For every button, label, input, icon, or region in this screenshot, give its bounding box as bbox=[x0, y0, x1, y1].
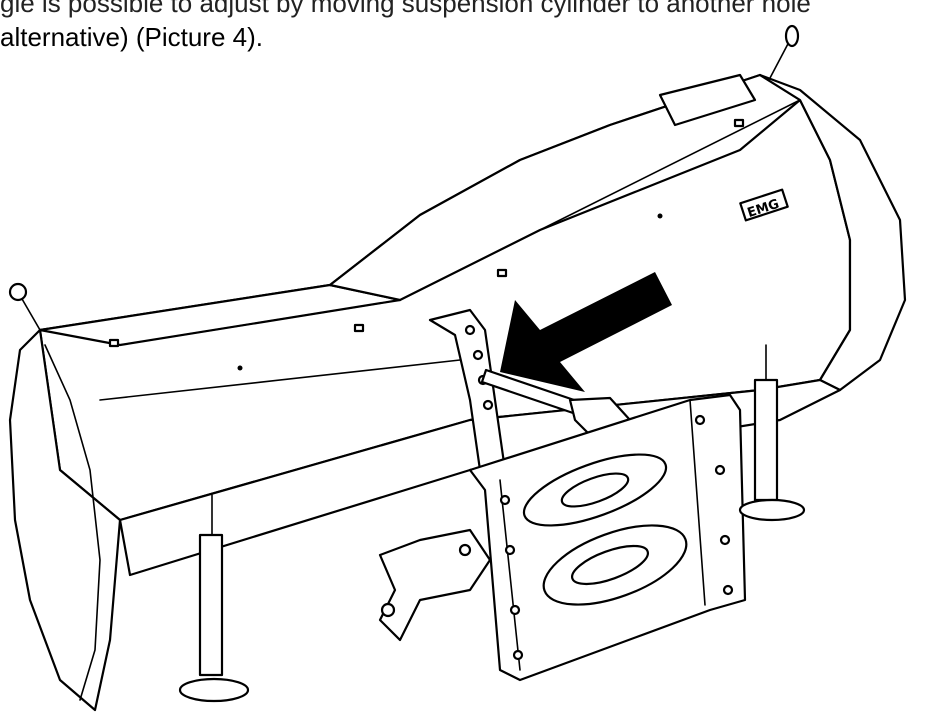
frame-hole bbox=[504, 544, 516, 556]
left-cap-inner bbox=[44, 344, 101, 701]
left-stand bbox=[198, 533, 224, 677]
latch-bolt bbox=[380, 602, 396, 618]
frame-hole bbox=[714, 464, 726, 476]
paragraph-line-1: gle is possible to adjust by moving susp… bbox=[0, 0, 811, 18]
left-end-cap bbox=[8, 328, 122, 712]
body-text: gle is possible to adjust by moving susp… bbox=[0, 0, 939, 54]
right-marker-rod bbox=[769, 39, 791, 79]
paragraph-line-2: alternative) (Picture 4). bbox=[0, 22, 263, 52]
panel-line-2 bbox=[99, 359, 461, 401]
top-plate bbox=[658, 73, 757, 127]
upper-cutout-part bbox=[560, 472, 630, 508]
tower-hole bbox=[464, 324, 476, 336]
frame-hole bbox=[694, 414, 706, 426]
right-marker-knob bbox=[784, 24, 800, 48]
rivet bbox=[657, 213, 663, 219]
frame-hole bbox=[499, 494, 511, 506]
left-stand-foot bbox=[178, 677, 250, 703]
right-stand bbox=[753, 378, 779, 502]
rivet bbox=[237, 365, 243, 371]
indicator-arrow bbox=[500, 272, 672, 392]
latch-bolt bbox=[458, 543, 472, 557]
left-marker-knob bbox=[8, 282, 28, 302]
frame-hole bbox=[512, 649, 524, 661]
bolt-mark bbox=[353, 323, 365, 333]
frame-hole bbox=[719, 534, 731, 546]
panel-line-3 bbox=[539, 99, 801, 231]
frame-hole bbox=[509, 604, 521, 616]
mount-frame-inner bbox=[499, 479, 521, 671]
bolt-mark bbox=[108, 338, 120, 348]
tower-hole bbox=[482, 399, 494, 411]
panel-line-1 bbox=[119, 299, 401, 346]
bolt-mark bbox=[733, 118, 745, 128]
bolt-mark bbox=[496, 268, 508, 278]
right-stand-foot bbox=[738, 498, 806, 522]
lower-cutout-part bbox=[571, 544, 649, 586]
mount-frame-inner bbox=[689, 399, 706, 606]
frame-hole bbox=[722, 584, 734, 596]
brand-plate bbox=[739, 188, 789, 222]
hitch-latch bbox=[378, 528, 492, 642]
tower-hole bbox=[472, 349, 484, 361]
